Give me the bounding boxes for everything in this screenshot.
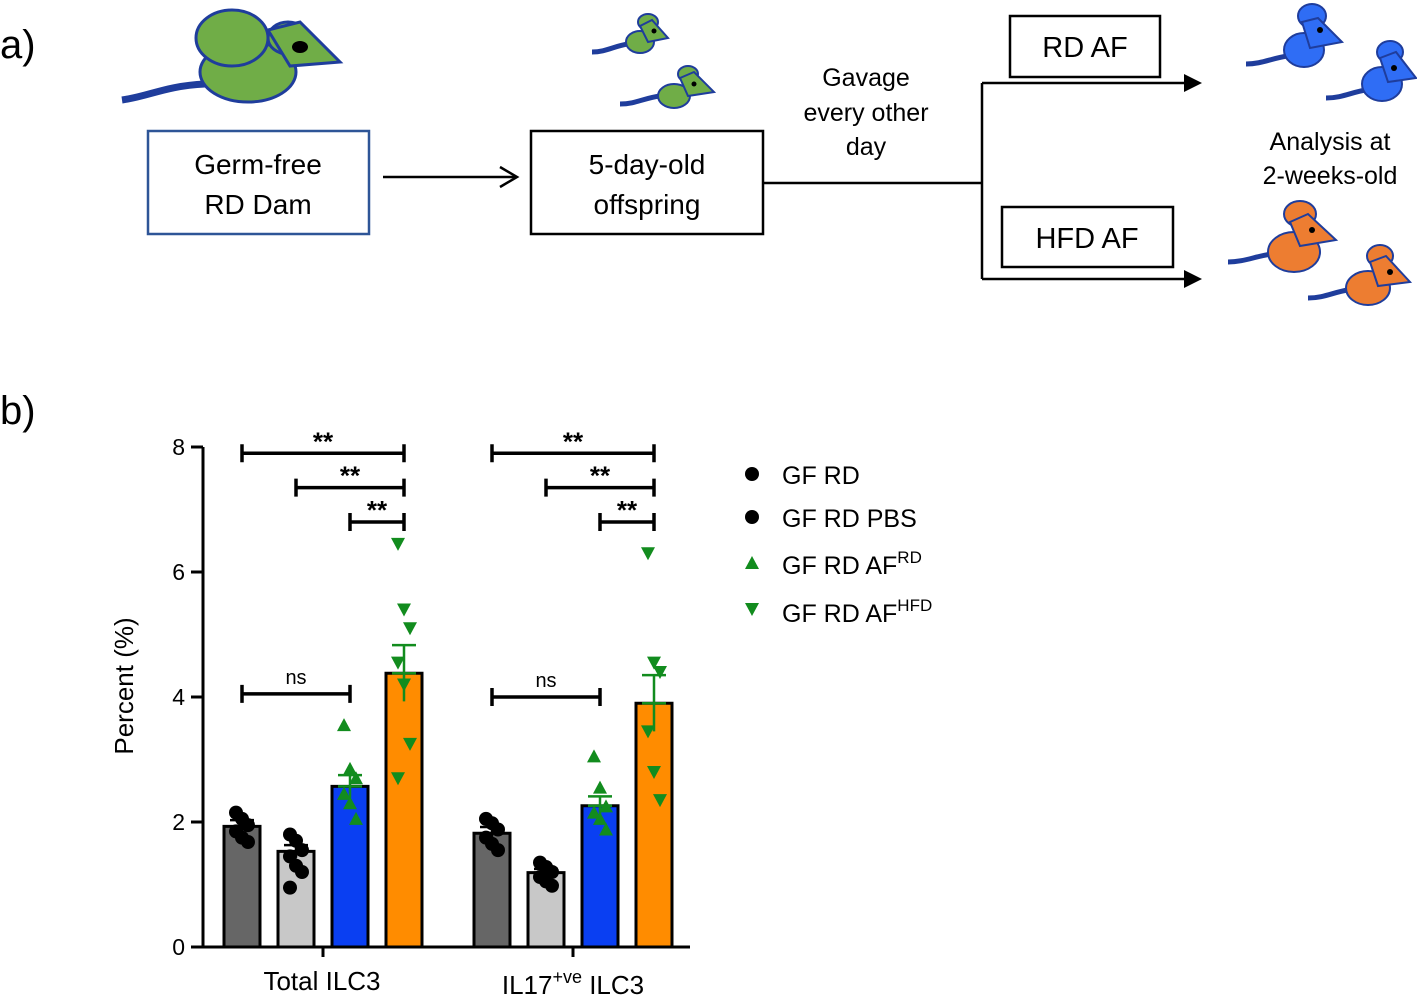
branch-connector xyxy=(763,74,1202,288)
legend: GF RD GF RD PBS GF RD AFRD GF RD AFHFD xyxy=(745,462,932,628)
data-point xyxy=(641,725,655,739)
gavage-label: Gavage xyxy=(822,64,910,92)
data-point xyxy=(391,537,405,551)
data-point xyxy=(349,811,363,825)
data-point xyxy=(647,766,661,779)
legend-label-gf-rd-af-hfd: GF RD AFHFD xyxy=(782,596,932,628)
data-point xyxy=(391,772,405,786)
panel-a-label: a) xyxy=(0,23,36,67)
data-point xyxy=(599,799,613,813)
y-tick-label: 4 xyxy=(172,684,185,710)
bar xyxy=(634,701,674,949)
data-point xyxy=(587,749,601,763)
significance-label: ** xyxy=(367,495,388,525)
data-point xyxy=(653,666,667,679)
rd-af-box xyxy=(1008,14,1162,79)
arrow-right-icon xyxy=(383,165,520,189)
legend-marker-circle xyxy=(745,467,759,481)
panel-b-label: b) xyxy=(0,389,36,433)
data-point xyxy=(337,718,351,732)
data-point xyxy=(295,843,309,858)
y-tick-label: 8 xyxy=(172,434,185,460)
data-point xyxy=(491,822,505,837)
data-point xyxy=(545,878,559,893)
legend-label-gf-rd-af-rd: GF RD AFRD xyxy=(782,548,922,580)
legend-marker-triangle-down xyxy=(745,603,759,616)
data-point xyxy=(599,822,613,836)
data-point xyxy=(647,656,661,670)
offspring-label: offspring xyxy=(594,189,701,220)
data-point xyxy=(343,761,357,775)
significance-label: ** xyxy=(563,426,584,456)
y-axis-title: Percent (%) xyxy=(109,617,139,754)
data-point xyxy=(641,547,655,561)
data-point xyxy=(491,843,505,858)
significance-label: ** xyxy=(340,461,361,491)
hfd-af-box xyxy=(1000,205,1175,269)
data-point xyxy=(397,678,411,692)
every-other-label: every other xyxy=(803,99,928,127)
dam-mouse-icon xyxy=(121,8,344,104)
data-point xyxy=(349,771,363,785)
data-point xyxy=(343,796,357,810)
data-point xyxy=(337,786,351,800)
data-point xyxy=(241,818,255,833)
germ-free-dam-box xyxy=(146,129,371,236)
data-point xyxy=(593,780,607,794)
data-point xyxy=(295,865,309,879)
data-point xyxy=(391,656,405,670)
legend-marker-circle xyxy=(745,510,759,524)
data-point xyxy=(587,805,601,819)
data-point xyxy=(403,737,417,751)
two-weeks-old-label: 2-weeks-old xyxy=(1263,162,1398,190)
hfd-af-label: HFD AF xyxy=(1035,223,1138,255)
rd-af-label: RD AF xyxy=(1042,32,1127,64)
data-point xyxy=(403,622,417,636)
five-day-old-label: 5-day-old xyxy=(589,149,706,180)
significance-label: ** xyxy=(313,426,334,456)
y-tick-label: 6 xyxy=(172,559,185,585)
x-group-label-total-ilc3: Total ILC3 xyxy=(263,966,380,996)
offspring-mouse-icon xyxy=(591,13,717,109)
legend-item-gf-rd-af-hfd: GF RD AFHFD xyxy=(745,596,932,628)
legend-marker-triangle-up xyxy=(745,556,759,569)
legend-label-gf-rd-pbs: GF RD PBS xyxy=(782,505,917,533)
y-tick-label: 2 xyxy=(172,809,185,835)
rd-mouse-icon xyxy=(1245,3,1417,102)
data-point xyxy=(593,811,607,825)
bar xyxy=(384,671,424,949)
analysis-at-label: Analysis at xyxy=(1270,128,1391,156)
legend-label-gf-rd: GF RD xyxy=(782,462,860,490)
data-point xyxy=(283,880,297,895)
data-point xyxy=(241,835,255,849)
y-tick-label: 0 xyxy=(172,934,185,960)
x-group-label-il17-ilc3: IL17+ve ILC3 xyxy=(502,967,644,996)
hfd-mouse-icon xyxy=(1227,200,1413,306)
significance-label: ** xyxy=(617,495,638,525)
panel-a: a) xyxy=(0,3,1417,306)
legend-item-gf-rd: GF RD xyxy=(745,462,860,490)
data-point xyxy=(653,794,667,808)
germ-free-label: Germ-free xyxy=(194,149,322,180)
significance-label: ** xyxy=(590,461,611,491)
rd-dam-label: RD Dam xyxy=(204,189,311,220)
bar xyxy=(330,784,370,949)
data-point xyxy=(397,603,411,617)
legend-item-gf-rd-pbs: GF RD PBS xyxy=(745,505,917,533)
bar xyxy=(580,804,620,949)
significance-label: ns xyxy=(535,670,556,692)
offspring-box xyxy=(529,129,765,236)
legend-item-gf-rd-af-rd: GF RD AFRD xyxy=(745,548,922,580)
significance-label: ns xyxy=(285,667,306,689)
day-label: day xyxy=(846,133,887,161)
